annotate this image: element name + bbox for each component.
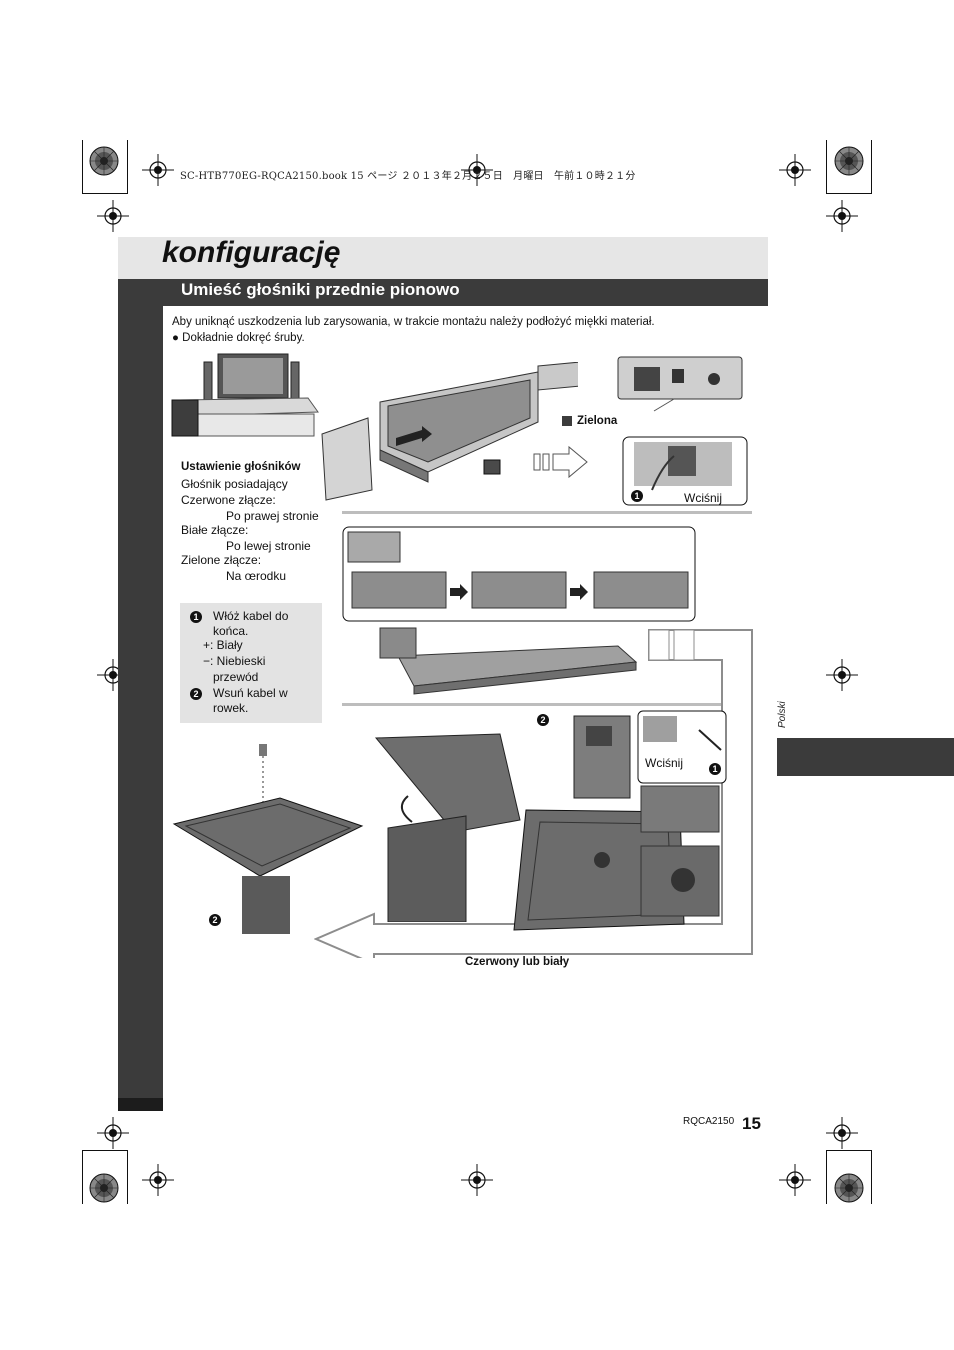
file-header: SC-HTB770EG-RQCA2150.book 15 ページ ２０１３年２月… [180,171,636,182]
minus-line2: przewód [213,670,259,684]
green-value: Na œrodku [226,569,287,583]
illustration-speaker-back [617,356,743,412]
white-value: Po lewej stronie [226,539,311,553]
bullet-dot-icon: ● [172,332,183,344]
step2-line: 2 [190,686,202,700]
steps-box [180,603,322,723]
minus-line: −: Niebieski [203,654,266,668]
label-wcisnij-top: Wciśnij [684,491,722,505]
step2-text2: rowek. [213,701,249,715]
illustration-cable-insert [573,715,631,799]
divider-1 [342,511,752,514]
badge-1-top: 1 [631,488,643,502]
language-tab [777,738,954,776]
plus-line: +: Biały [203,638,243,652]
step1-badge: 1 [190,611,202,623]
language-label: Polski [777,701,788,728]
setup-heading: Ustawienie głośników [181,461,301,473]
badge-2-right: 2 [537,712,549,726]
bullet-line: ● Dokładnie dokręć śruby. [172,332,305,344]
red-value: Po prawej stronie [226,509,319,523]
badge-1-right: 1 [709,761,721,775]
step2-badge: 2 [190,688,202,700]
illustration-speaker-box [321,362,578,501]
illustration-tv-setup [171,353,319,437]
page-title: konfigurację [162,236,341,269]
side-band [118,279,163,1111]
zoom-panels-right [637,710,727,917]
illustration-soundbar-base [379,627,638,695]
label-zielona: Zielona [577,415,618,427]
section-subtitle: Umieść głośniki przednie pionowo [181,280,460,299]
intro-text: Aby uniknąć uszkodzenia lub zarysowania,… [172,316,655,328]
illustration-bracket-steps [342,526,696,622]
subtitle-band [163,279,768,306]
red-label: Czerwone złącze: [181,493,276,507]
divider-2 [342,703,722,706]
bullet-text: Dokładnie dokręć śruby. [182,332,305,344]
illustration-stand-top [172,744,364,934]
label-czerwony: Czerwony lub biały [465,956,570,968]
zoom-circle-wires [622,436,748,506]
white-label: Białe złącze: [181,523,249,537]
arrow-right-icon [533,445,588,479]
step1-text2: końca. [213,624,249,638]
green-label: Zielone złącze: [181,553,262,567]
label-wcisnij-right: Wciśnij [645,756,683,770]
arrow-left-icon [314,629,753,958]
step1-line: 1 [190,609,202,623]
side-band-foot [118,1098,163,1111]
doc-code: RQCA2150 [683,1116,735,1127]
step1-text: Włóż kabel do [213,609,289,623]
illustration-speaker-column [374,733,521,922]
badge-2-left: 2 [209,912,221,926]
title-band [118,237,768,279]
step2-text: Wsuń kabel w [213,686,288,700]
setup-line: Głośnik posiadający [181,477,288,491]
page-number: 15 [742,1114,761,1133]
